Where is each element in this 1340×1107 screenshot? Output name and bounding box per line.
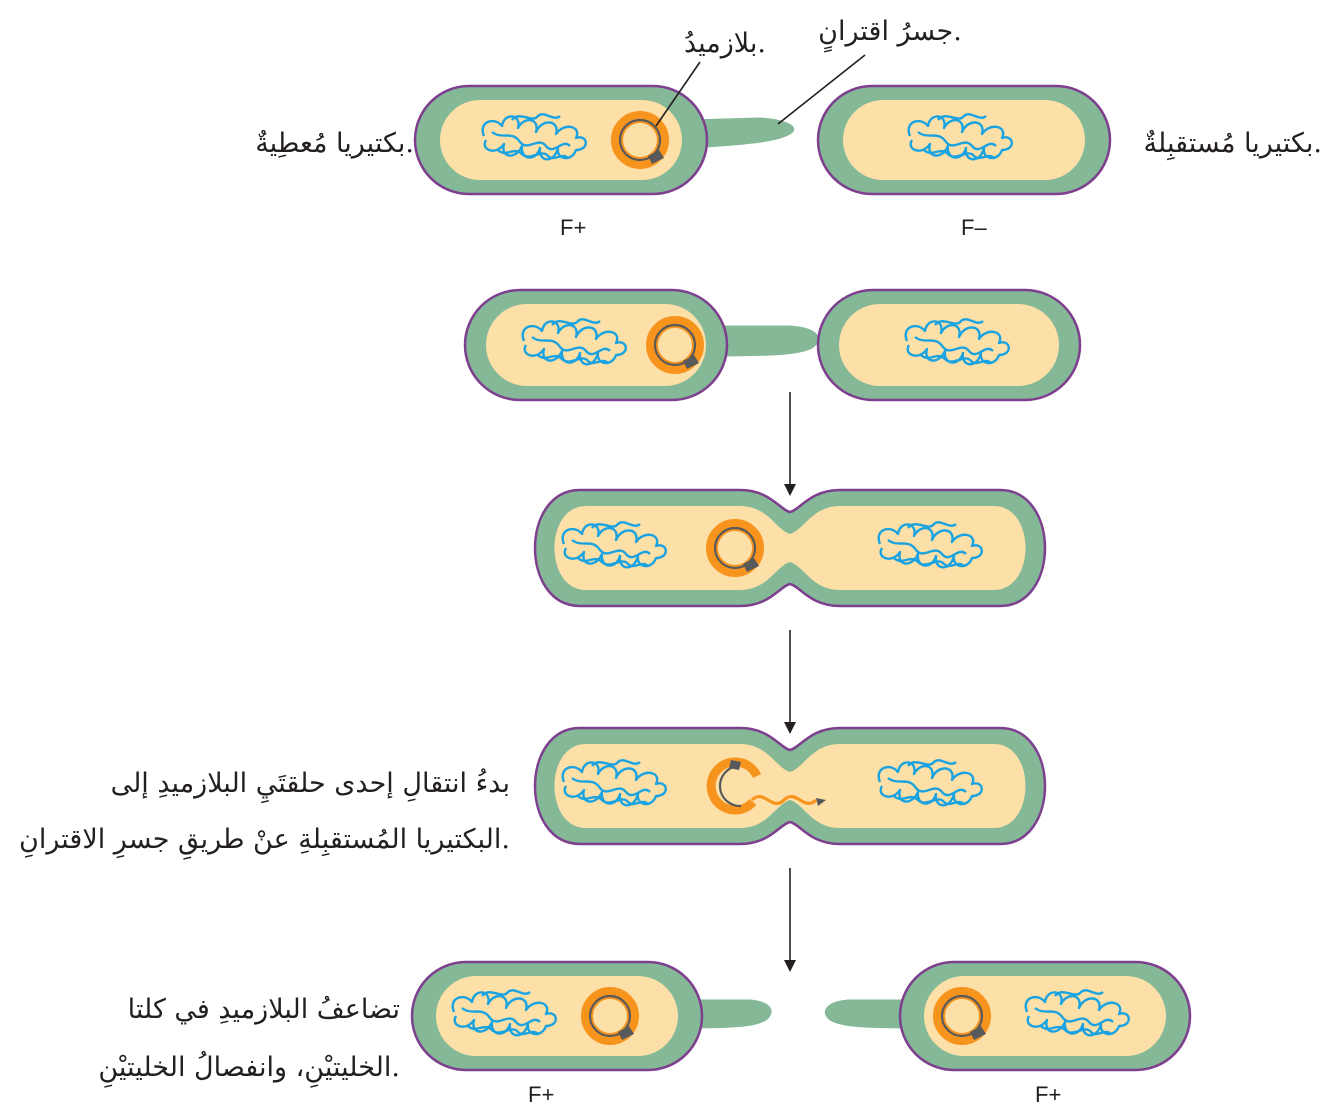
replication-description-line1: تضاعفُ البلازميدِ في كلتا xyxy=(128,994,400,1025)
row-pilus-contact xyxy=(463,288,1082,402)
row-separated-cells: F+ F– بلازميدُ. جسرُ اقترانٍ. بكتيريا مُ… xyxy=(255,16,1322,240)
conjugation-pilus xyxy=(689,117,795,149)
row-fused-cells xyxy=(533,488,1047,608)
donor-type-label: F+ xyxy=(560,215,586,240)
plasmid-label: بلازميدُ. xyxy=(684,28,766,59)
result-left-type-label: F+ xyxy=(528,1082,554,1107)
transfer-description-line2: البكتيريا المُستقبِلةِ عنْ طريقِ جسرِ ال… xyxy=(19,824,510,860)
recipient-cell xyxy=(816,84,1112,196)
donor-label: بكتيريا مُعطِيةٌ. xyxy=(255,128,414,159)
recipient-label: بكتيريا مُستقبِلةٌ. xyxy=(1144,128,1322,161)
recipient-type-label: F– xyxy=(961,215,987,240)
donor-cell xyxy=(413,84,795,196)
result-right-type-label: F+ xyxy=(1035,1082,1061,1107)
transferring-plasmid-strand xyxy=(750,795,818,805)
row-result-cells: F+ F+ تضاعفُ البلازميدِ في كلتا الخليتيْ… xyxy=(98,960,1192,1107)
plasmid-pointer xyxy=(655,61,701,127)
row-plasmid-transfer: بدءُ انتقالِ إحدى حلقتَيِ البلازميدِ إلى… xyxy=(19,726,1047,860)
result-cell-left xyxy=(410,960,772,1072)
result-cell-right xyxy=(825,960,1192,1072)
replication-description-line2: الخليتيْنِ، وانفصالُ الخليتيْنِ. xyxy=(98,1051,400,1088)
conjugation-pilus xyxy=(825,999,921,1029)
transfer-description-line1: بدءُ انتقالِ إحدى حلقتَيِ البلازميدِ إلى xyxy=(111,768,510,803)
conjugation-pilus xyxy=(709,325,819,357)
bridge-label: جسرُ اقترانٍ. xyxy=(818,16,962,53)
bridge-pointer xyxy=(777,54,866,125)
